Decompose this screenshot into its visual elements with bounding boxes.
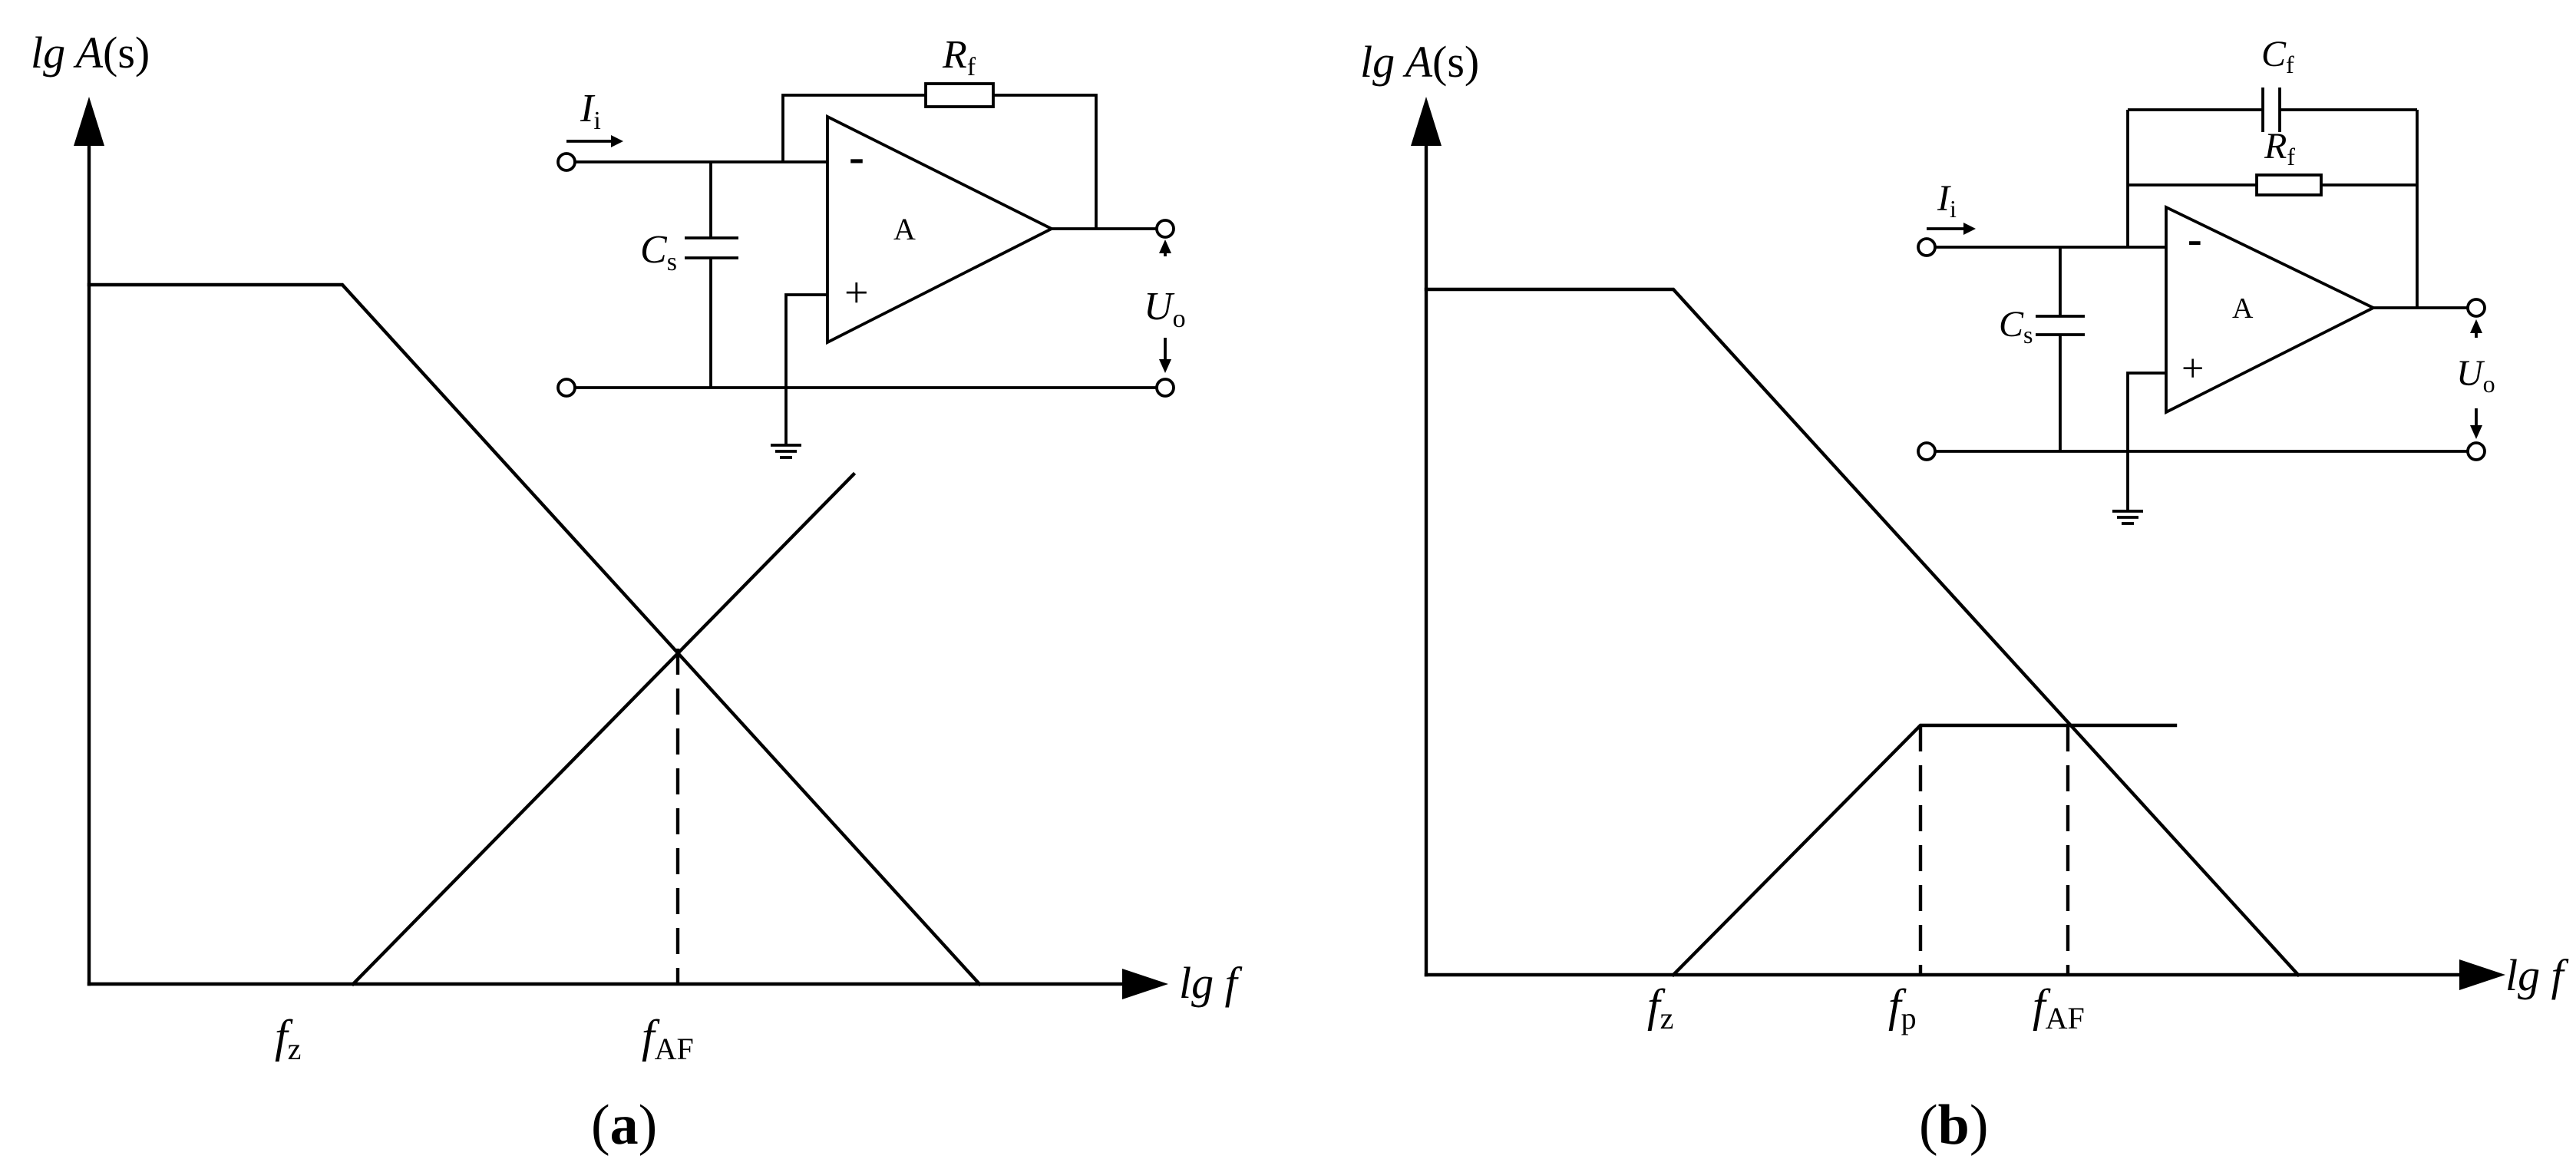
caption-b: (b) [1919, 1094, 1988, 1157]
op-amp-label-b: A [2232, 292, 2254, 325]
input-arrowhead-a [611, 135, 623, 147]
feedback-capacitor-label-b: Cf [2261, 34, 2294, 78]
tick-fAF-b: fAF [2033, 980, 2085, 1035]
source-capacitor-label-a: Cs [640, 228, 677, 276]
plus-sign-b: + [2181, 347, 2204, 391]
tick-fz-a: fz [275, 1011, 301, 1066]
feedback-resistor-b [2255, 173, 2323, 196]
circuit-a: Ii Rf A - + Uo [556, 33, 1186, 459]
feedback-wire-left-a [781, 94, 926, 162]
ground-terminal-right-b [2466, 441, 2486, 461]
op-amp-b [2165, 204, 2377, 415]
output-terminal-a [1155, 219, 1175, 239]
source-capacitor-label-b: Cs [1999, 304, 2033, 348]
input-current-label-a: Ii [580, 87, 601, 135]
output-arrowhead-down-a [1159, 359, 1171, 373]
output-terminal-b [2466, 298, 2486, 318]
input-arrowhead-b [1963, 223, 1976, 235]
minus-sign-a: - [849, 131, 864, 182]
x-axis-label-b: lg f [2505, 950, 2569, 1000]
x-axis-label-a: lg f [1179, 958, 1243, 1008]
noninverting-wire-a [784, 293, 827, 445]
output-arrowhead-up-a [1159, 239, 1171, 253]
input-terminal-a [556, 152, 576, 172]
output-arrowhead-down-b [2470, 425, 2482, 439]
input-current-label-b: Ii [1937, 178, 1957, 223]
op-amp-a [826, 114, 1055, 345]
tick-fAF-a: fAF [642, 1011, 694, 1066]
feedback-resistor-a [924, 82, 995, 108]
minus-sign-b: - [2188, 216, 2202, 263]
noninverting-wire-b [2126, 372, 2166, 511]
caption-a: (a) [591, 1094, 657, 1157]
feedback-curve-b [1670, 723, 2178, 978]
feedback-wire-right-a [993, 94, 1098, 229]
y-axis-arrow-b [1411, 97, 1442, 146]
feedback-resistor-label-a: Rf [942, 33, 976, 81]
open-loop-gain-curve-b [1424, 287, 2301, 978]
tick-fz-b: fz [1647, 980, 1673, 1035]
plus-sign-a: + [844, 269, 869, 317]
feedback-resistor-label-b: Rf [2264, 126, 2295, 170]
y-axis-label-b: lg A(s) [1360, 37, 1479, 87]
tick-fp-b: fp [1888, 980, 1917, 1035]
y-axis-arrow-a [74, 97, 104, 146]
op-amp-label-a: A [893, 212, 916, 246]
panel-a: lg A(s) lg f fz fAF (a) Ii Rf A [31, 28, 1243, 1157]
output-arrowhead-up-b [2470, 319, 2482, 333]
input-terminal-b [1917, 237, 1937, 257]
feedback-curve-a [350, 471, 857, 987]
circuit-b: Ii Cf Rf A - + [1917, 34, 2495, 525]
output-voltage-label-b: Uo [2456, 353, 2495, 398]
x-axis-arrow-a [1122, 969, 1168, 999]
open-loop-gain-curve-a [87, 282, 983, 987]
x-axis-arrow-b [2459, 959, 2505, 990]
panel-b: lg A(s) lg f fz fp fAF (b) Ii [1360, 34, 2569, 1157]
y-axis-label-a: lg A(s) [31, 28, 150, 78]
ground-terminal-right-a [1155, 378, 1175, 398]
ground-terminal-left-b [1917, 441, 1937, 461]
output-voltage-label-a: Uo [1144, 285, 1186, 333]
ground-terminal-left-a [556, 378, 576, 398]
